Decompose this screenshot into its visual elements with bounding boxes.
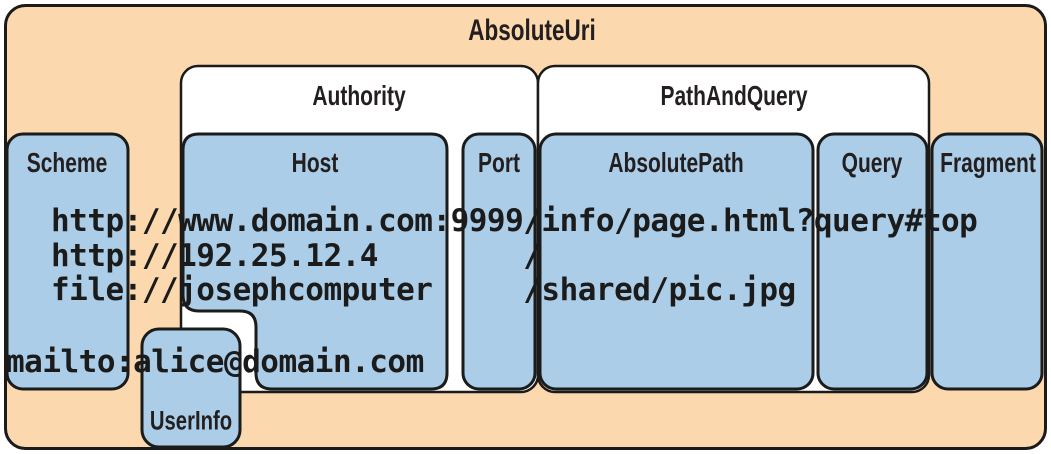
scheme-label: Scheme [26,147,108,178]
host-label: Host [291,147,339,178]
fragment-box [930,132,1044,391]
uri-example-row-2: http://192.25.12.4 / [51,238,542,274]
authority-label: Authority [312,80,406,111]
uri-example-row-3: file://josephcomputer /shared/pic.jpg [51,272,796,308]
absolute-path-box [538,132,815,391]
user-info-box [140,327,242,449]
port-box [461,132,537,391]
port-label: Port [478,147,520,178]
fragment-label: Fragment [940,147,1036,178]
host-box [181,132,449,391]
query-box [816,132,929,391]
uri-example-row-1: http://www.domain.com:9999/info/page.htm… [51,203,978,239]
uri-example-row-4: mailto:alice@domain.com [6,344,424,380]
absolute-path-label: AbsolutePath [608,147,744,178]
absolute-uri-label: AbsoluteUri [468,14,596,47]
query-label: Query [841,147,903,178]
path-and-query-label: PathAndQuery [660,80,808,111]
scheme-box [5,132,130,391]
user-info-label: UserInfo [149,405,233,436]
